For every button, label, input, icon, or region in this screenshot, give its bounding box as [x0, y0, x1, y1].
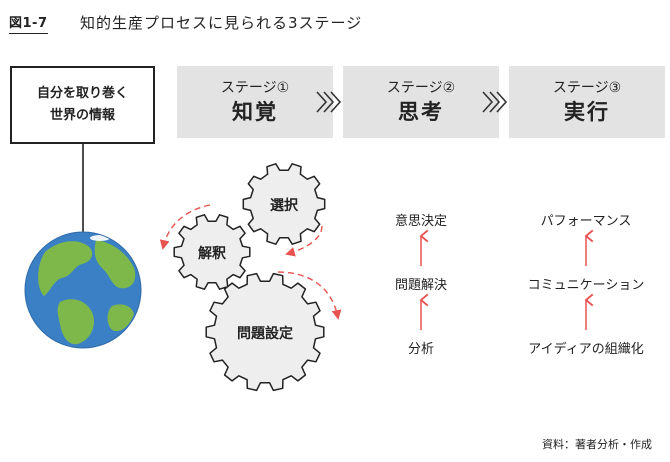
- action-item-performance: パフォーマンス: [540, 214, 632, 229]
- stage-thinking-number: ステージ②: [386, 80, 456, 96]
- gear-icon: [205, 272, 325, 392]
- chevron-right-icon: [316, 91, 342, 113]
- world-info-line1: 自分を取り巻く: [36, 86, 128, 101]
- cycle-arrow-2: [285, 225, 323, 257]
- gear-icon: [173, 214, 251, 290]
- action-item-organizing-ideas: アイディアの組織化: [528, 342, 644, 357]
- stage-action-number: ステージ③: [552, 80, 622, 96]
- figure-label: 図1-7: [9, 12, 48, 34]
- cycle-arrow-3: [277, 271, 342, 320]
- gear-icon: [242, 163, 326, 245]
- cycle-arrow-1: [159, 204, 211, 250]
- world-info-box: 自分を取り巻く 世界の情報: [10, 66, 155, 144]
- gear-label-problem: 問題設定: [237, 326, 293, 342]
- gear-label-select: 選択: [270, 198, 298, 214]
- gear-label-interpret: 解釈: [198, 246, 226, 262]
- stage-thinking-name: 思考: [398, 100, 444, 124]
- world-info-line2: 世界の情報: [49, 108, 115, 123]
- source-note: 資料：著者分析・作成: [542, 438, 652, 451]
- stage-action: ステージ③ 実行: [509, 66, 665, 138]
- stage-perception-name: 知覚: [232, 100, 278, 124]
- action-item-communication: コミュニケーション: [527, 278, 645, 293]
- stage-action-name: 実行: [564, 100, 610, 124]
- thinking-item-decision: 意思決定: [394, 214, 447, 229]
- stage-perception: ステージ① 知覚: [177, 66, 333, 138]
- thinking-item-problem-solving: 問題解決: [394, 278, 447, 293]
- stage-thinking: ステージ② 思考: [343, 66, 499, 138]
- stage-perception-number: ステージ①: [220, 80, 290, 96]
- chevron-right-icon: [482, 91, 508, 113]
- figure-title: 知的生産プロセスに見られる3ステージ: [80, 14, 363, 32]
- globe-icon: [24, 231, 142, 349]
- thinking-item-analysis: 分析: [407, 342, 434, 357]
